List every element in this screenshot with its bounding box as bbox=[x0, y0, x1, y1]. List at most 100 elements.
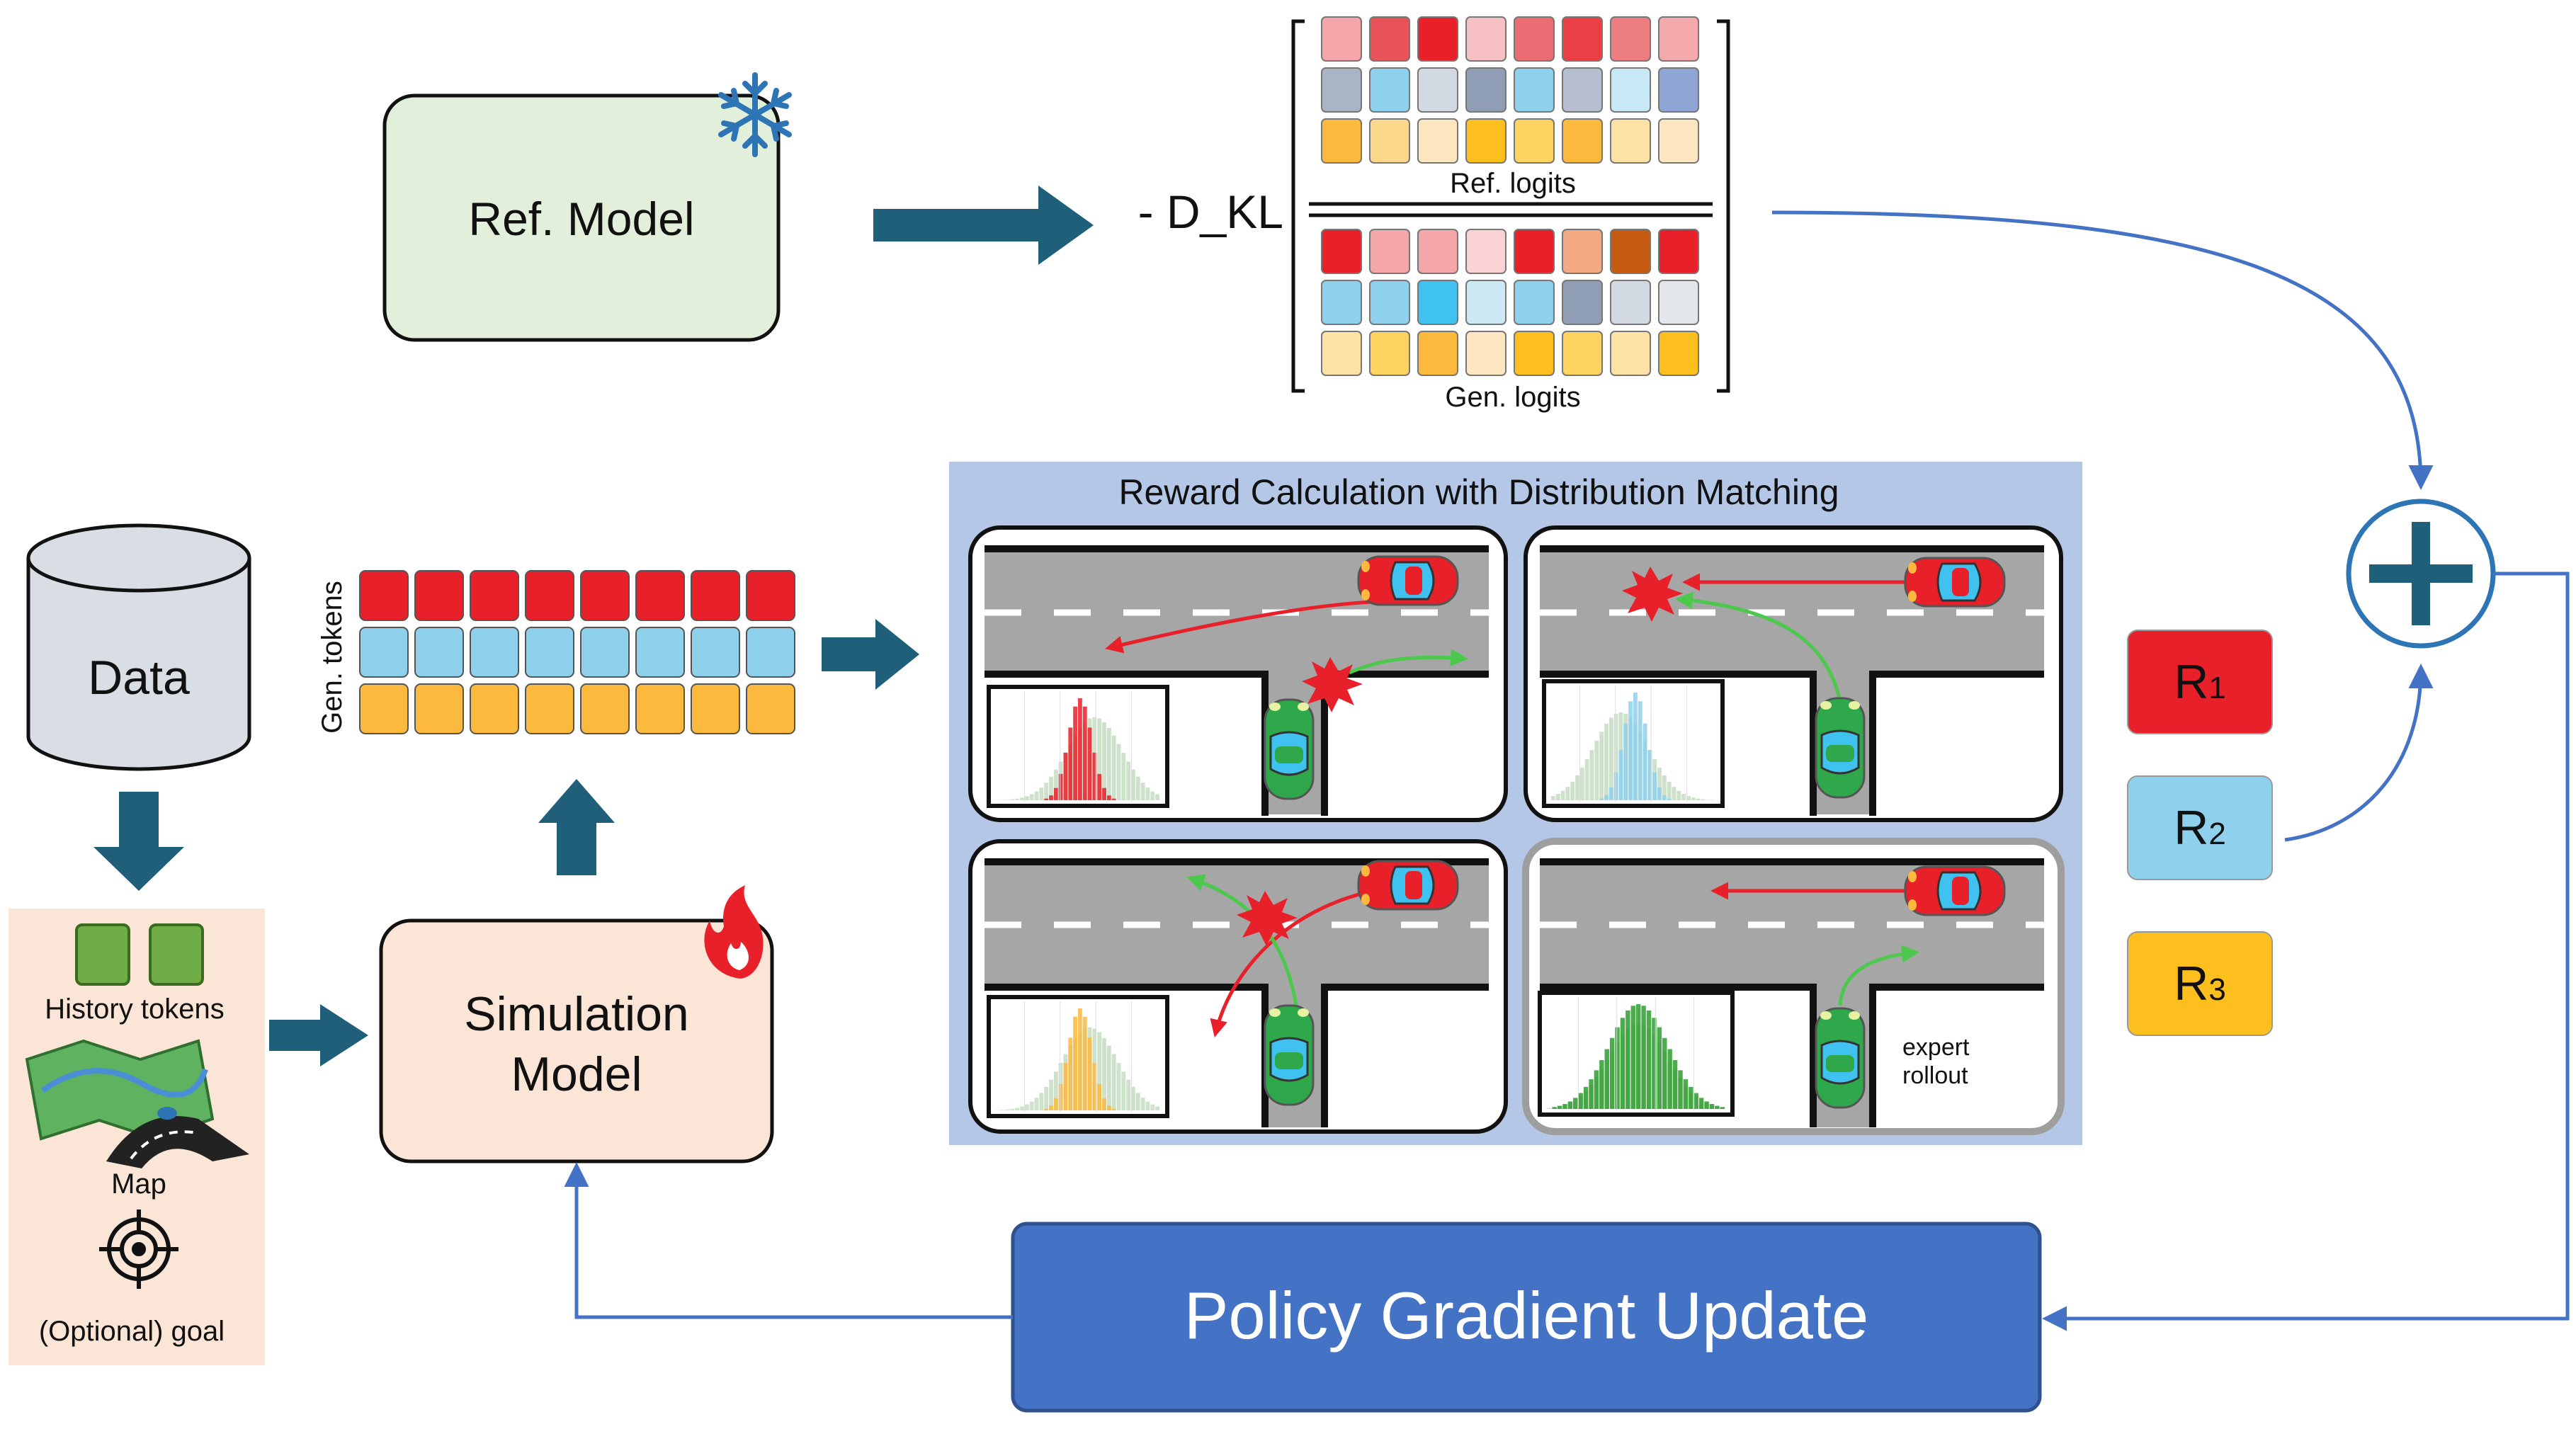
reward-box bbox=[2127, 630, 2273, 734]
logit-cell bbox=[1658, 67, 1699, 113]
histogram-bar bbox=[1044, 798, 1049, 800]
histogram-bar-reference bbox=[1020, 1106, 1024, 1110]
logit-cell bbox=[1369, 118, 1410, 164]
histogram-bar bbox=[1044, 1108, 1049, 1110]
gen-token bbox=[525, 570, 574, 621]
histogram-bar bbox=[1073, 706, 1077, 800]
gen-token bbox=[580, 570, 630, 621]
histogram-bar bbox=[1652, 1018, 1657, 1109]
simulation-label-line2: Model bbox=[511, 1047, 642, 1101]
histogram-bar bbox=[1625, 1010, 1630, 1109]
logit-cell bbox=[1514, 67, 1555, 113]
logit-cell bbox=[1514, 118, 1555, 164]
histogram-bar bbox=[1049, 1105, 1053, 1110]
logit-cell bbox=[1417, 16, 1458, 62]
gen-token bbox=[691, 627, 740, 678]
histogram-bar bbox=[1102, 787, 1106, 800]
histogram-bar bbox=[1567, 1101, 1573, 1109]
logit-cell bbox=[1562, 118, 1603, 164]
histogram-bar bbox=[1662, 795, 1667, 800]
histogram-bar bbox=[1589, 1079, 1594, 1109]
gen-tokens-block: Gen. tokens bbox=[317, 570, 795, 734]
reward-box bbox=[2127, 775, 2273, 880]
logit-cell bbox=[1658, 280, 1699, 325]
gen-tokens-grid bbox=[359, 570, 795, 734]
logit-cell bbox=[1562, 280, 1603, 325]
histogram-bar bbox=[1715, 1105, 1720, 1109]
reward-label: R2 bbox=[2174, 801, 2226, 855]
logit-cell bbox=[1321, 16, 1362, 62]
logit-cell bbox=[1321, 280, 1362, 325]
histogram-bar bbox=[1633, 693, 1638, 800]
histogram-bar bbox=[1078, 698, 1082, 800]
histogram-bar bbox=[1063, 752, 1068, 800]
green-car bbox=[1264, 1004, 1315, 1106]
history-tokens-label: History tokens bbox=[45, 994, 224, 1025]
histogram-bar-reference bbox=[1657, 768, 1662, 800]
histogram-bar bbox=[1068, 727, 1073, 800]
reward-label: R1 bbox=[2174, 655, 2226, 709]
histogram-bar bbox=[1594, 1070, 1599, 1109]
arrow-reward-to-sum bbox=[2284, 664, 2434, 842]
logit-cell bbox=[1658, 229, 1699, 274]
histogram-bar-reference bbox=[1584, 759, 1589, 800]
histogram-bar-reference bbox=[1135, 1093, 1140, 1110]
histogram-bar-reference bbox=[1131, 769, 1135, 800]
logit-cell bbox=[1321, 118, 1362, 164]
histogram-bar-reference bbox=[1145, 1101, 1150, 1110]
expert-label-line2: rollout bbox=[1902, 1062, 1968, 1089]
histogram-bar-reference bbox=[1135, 776, 1140, 800]
histogram-bar bbox=[1049, 795, 1053, 800]
gen-logits-grid bbox=[1321, 229, 1699, 376]
histogram-bar-reference bbox=[1150, 1104, 1155, 1110]
histogram-bar-reference bbox=[1662, 775, 1667, 800]
collision-icon bbox=[1302, 657, 1363, 712]
scenario-3 bbox=[968, 839, 1508, 1134]
histogram-bar bbox=[1583, 1086, 1589, 1109]
histogram-bar-reference bbox=[1140, 1098, 1145, 1110]
map-icon bbox=[25, 1039, 249, 1168]
gen-token bbox=[470, 683, 519, 734]
red-car bbox=[1357, 860, 1459, 911]
reward-label: R3 bbox=[2174, 957, 2226, 1011]
histogram-bar-reference bbox=[1015, 798, 1020, 800]
histogram-bar-reference bbox=[1672, 787, 1676, 800]
logit-cell bbox=[1369, 331, 1410, 376]
logit-cell bbox=[1465, 280, 1507, 325]
histogram-bar-reference bbox=[1604, 724, 1608, 800]
histogram-bar bbox=[1078, 1008, 1082, 1110]
histogram-bar bbox=[1623, 723, 1628, 800]
gen-token bbox=[414, 627, 464, 678]
histogram-bar bbox=[1709, 1104, 1715, 1109]
histogram-bar bbox=[1704, 1101, 1709, 1109]
gen-logits-label: Gen. logits bbox=[1445, 382, 1580, 413]
logit-cell bbox=[1417, 280, 1458, 325]
arrow-ref-to-kl bbox=[873, 186, 1094, 265]
histogram-bar bbox=[1638, 701, 1642, 800]
green-car bbox=[1815, 1007, 1866, 1109]
histogram-bar-reference bbox=[1097, 718, 1102, 800]
logit-cell bbox=[1465, 118, 1507, 164]
logit-cell bbox=[1465, 229, 1507, 274]
histogram-bar-reference bbox=[1102, 722, 1106, 800]
histogram-bar bbox=[1562, 1104, 1567, 1109]
histogram-bar bbox=[1058, 1083, 1063, 1110]
logit-cell bbox=[1610, 118, 1651, 164]
logit-cell bbox=[1465, 331, 1507, 376]
histogram-bar-reference bbox=[1613, 713, 1618, 800]
histogram-bar bbox=[1092, 752, 1097, 800]
histogram-bar-reference bbox=[1039, 787, 1044, 800]
histogram-bar-reference bbox=[1140, 783, 1145, 800]
logit-cell bbox=[1417, 229, 1458, 274]
histogram-bar-reference bbox=[1049, 776, 1053, 800]
simulation-model-block: Simulation Model bbox=[379, 885, 774, 1163]
histogram-bar-reference bbox=[1111, 1054, 1116, 1110]
histogram-bar bbox=[1652, 772, 1657, 800]
histogram-bar bbox=[1689, 1086, 1693, 1109]
histogram-bar bbox=[1618, 750, 1623, 800]
histogram-bar bbox=[1082, 706, 1087, 800]
target-icon bbox=[99, 1210, 178, 1289]
ref-model-box bbox=[382, 93, 781, 342]
collision-icon bbox=[1622, 567, 1683, 622]
